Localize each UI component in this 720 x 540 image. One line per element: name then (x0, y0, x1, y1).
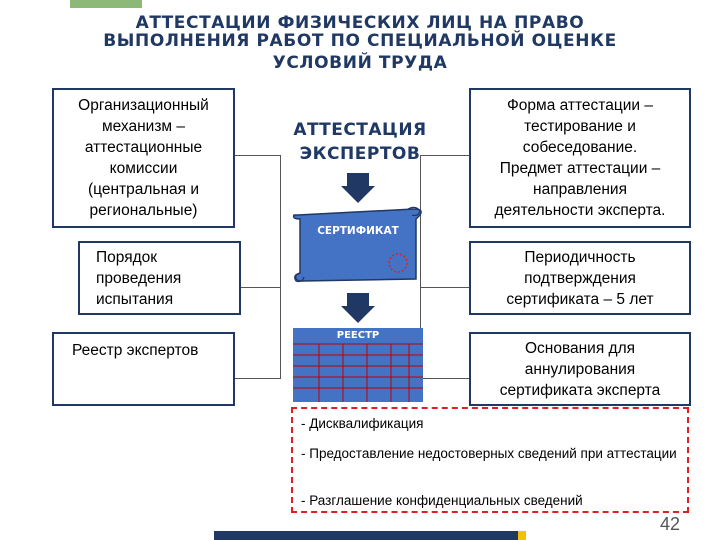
certificate-scroll-icon (292, 206, 422, 283)
registry-label: РЕЕСТР (336, 330, 380, 341)
registry-grid (293, 328, 423, 402)
center-title-line: ЭКСПЕРТОВ (299, 144, 421, 164)
bottom-accent-bar (214, 531, 518, 540)
box-line: Основания для (524, 340, 636, 357)
connector-line (420, 287, 469, 288)
box-line: Предмет аттестации – (499, 160, 661, 177)
down-arrow-icon (341, 293, 375, 323)
box-line: Организационный (78, 97, 209, 114)
attestation-experts-title: АТТЕСТАЦИЯ ЭКСПЕРТОВ (280, 118, 440, 166)
connector-line (241, 287, 281, 288)
box-line: механизм – (101, 118, 186, 135)
box-line: Реестр экспертов (72, 342, 199, 359)
cancellation-grounds-box: Основания для аннулирования сертификата … (469, 332, 691, 406)
org-mechanism-box: Организационный механизм – аттестационны… (52, 88, 235, 228)
title-line-1: АТТЕСТАЦИИ ФИЗИЧЕСКИХ ЛИЦ НА ПРАВО (135, 13, 585, 33)
test-procedure-box: Порядок проведения испытания (78, 241, 241, 315)
connector-line (235, 155, 280, 156)
box-line: региональные) (89, 202, 198, 219)
box-line: направления (533, 181, 627, 198)
box-line: тестирование и (524, 118, 636, 135)
periodicity-box: Периодичность подтверждения сертификата … (469, 241, 691, 315)
reason-item: - Дисквалификация (301, 416, 424, 431)
box-line: (центральная и (87, 181, 200, 198)
box-line: комиссии (109, 160, 178, 177)
connector-line (420, 378, 469, 379)
connector-line (280, 155, 281, 379)
title-line-3: УСЛОВИЙ ТРУДА (272, 53, 448, 73)
box-line: Форма аттестации – (507, 97, 653, 114)
connector-line (420, 155, 469, 156)
box-line: испытания (96, 291, 174, 308)
attestation-form-box: Форма аттестации – тестирование и собесе… (469, 88, 691, 228)
box-line: собеседование. (522, 139, 638, 156)
down-arrow-icon (341, 173, 375, 203)
box-line: Порядок (96, 249, 158, 266)
box-line: проведения (96, 270, 182, 287)
reason-item: - Разглашение конфиденциальных сведений (301, 493, 583, 508)
page-number: 42 (659, 514, 680, 534)
connector-line (235, 378, 281, 379)
box-line: аннулирования (524, 361, 636, 378)
box-line: аттестационные (84, 139, 203, 156)
title-line-2: ВЫПОЛНЕНИЯ РАБОТ ПО СПЕЦИАЛЬНОЙ ОЦЕНКЕ (103, 31, 617, 51)
box-line: сертификата – 5 лет (506, 291, 654, 308)
box-line: Периодичность (524, 249, 636, 266)
box-line: деятельности эксперта. (494, 202, 666, 219)
reason-item: - Предоставление недостоверных сведений … (301, 446, 677, 461)
certificate-label: СЕРТИФИКАТ (317, 225, 399, 237)
top-accent-bar (70, 0, 142, 8)
cancellation-reasons-box: - Дисквалификация - Предоставление недос… (291, 407, 689, 513)
connector-line (420, 155, 421, 379)
experts-registry-box: Реестр экспертов (52, 332, 235, 406)
registry-grid-lines (293, 343, 423, 402)
center-title-line: АТТЕСТАЦИЯ (293, 120, 427, 140)
bottom-accent-bar-yellow (518, 531, 526, 540)
slide-title: АТТЕСТАЦИИ ФИЗИЧЕСКИХ ЛИЦ НА ПРАВО ВЫПОЛ… (40, 14, 680, 76)
box-line: подтверждения (524, 270, 636, 287)
box-line: сертификата эксперта (499, 382, 661, 399)
